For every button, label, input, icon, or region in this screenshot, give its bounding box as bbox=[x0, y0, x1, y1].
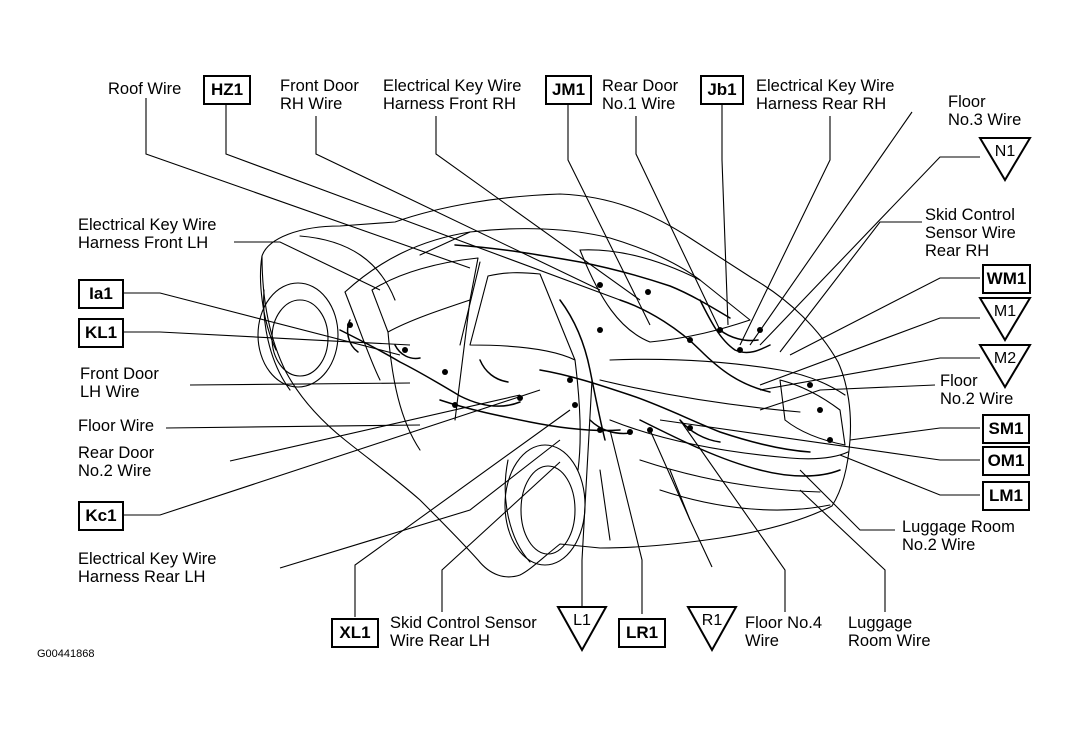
leader-lr1 bbox=[609, 429, 643, 614]
rear-window bbox=[579, 249, 751, 343]
leader-jb1 bbox=[721, 104, 729, 326]
leader-floor-no4 bbox=[679, 419, 786, 612]
connector-lm1: LM1 bbox=[982, 481, 1030, 511]
label-luggage-room: Luggage Room Wire bbox=[848, 614, 931, 650]
triangle-m2-shape bbox=[978, 344, 1032, 389]
leader-ekw-rear-rh bbox=[739, 116, 831, 346]
rear-panel bbox=[609, 419, 849, 460]
leader-ekw-front-lh bbox=[234, 241, 381, 291]
triangle-r1-shape bbox=[686, 606, 738, 653]
label-roof-wire: Roof Wire bbox=[108, 80, 182, 98]
connector-lr1: LR1 bbox=[618, 618, 666, 648]
leader-skid-rear-lh bbox=[441, 461, 561, 612]
figure-code: G00441868 bbox=[37, 648, 95, 660]
triangle-m1: M1 bbox=[980, 298, 1030, 342]
harness-rear bbox=[619, 299, 771, 393]
triangle-l1-label: L1 bbox=[573, 612, 591, 629]
leader-floor-no3 bbox=[749, 111, 913, 346]
leader-roof-wire bbox=[145, 98, 471, 269]
leader-r1 bbox=[649, 429, 713, 568]
label-ekw-front-rh: Electrical Key Wire Harness Front RH bbox=[383, 77, 522, 113]
connector-wm1: WM1 bbox=[982, 264, 1031, 294]
leader-jm1 bbox=[567, 104, 651, 326]
leader-kl1 bbox=[124, 331, 411, 346]
connector-om1: OM1 bbox=[982, 446, 1030, 476]
front-wheel bbox=[257, 282, 339, 388]
connector-sm1: SM1 bbox=[982, 414, 1030, 444]
triangle-r1: R1 bbox=[687, 607, 737, 651]
label-ekw-front-lh: Electrical Key Wire Harness Front LH bbox=[78, 216, 217, 252]
connector-kl1: KL1 bbox=[78, 318, 124, 348]
leader-m2 bbox=[759, 357, 980, 391]
leader-luggage-no2 bbox=[799, 469, 895, 531]
leader-ia1 bbox=[124, 292, 401, 356]
leader-wm1 bbox=[789, 277, 980, 356]
rear-left-wheel bbox=[504, 444, 586, 566]
label-ekw-rear-lh: Electrical Key Wire Harness Rear LH bbox=[78, 550, 217, 586]
label-skid-rear-rh: Skid Control Sensor Wire Rear RH bbox=[925, 206, 1016, 260]
harness-roof bbox=[454, 244, 731, 319]
leader-xl1 bbox=[354, 409, 571, 617]
leader-kc1 bbox=[124, 389, 541, 516]
connector-jm1: JM1 bbox=[545, 75, 592, 105]
leader-skid-rear-rh bbox=[779, 221, 922, 353]
leader-rear-door-no2 bbox=[229, 394, 521, 462]
leader-luggage-room bbox=[799, 489, 886, 612]
triangle-n1-label: N1 bbox=[994, 143, 1016, 160]
connector-ia1: Ia1 bbox=[78, 279, 124, 309]
harness-center bbox=[539, 369, 811, 453]
leader-floor-no2 bbox=[759, 384, 936, 411]
label-front-door-rh: Front Door RH Wire bbox=[280, 77, 359, 113]
leader-ekw-front-rh bbox=[435, 116, 641, 301]
leader-n1 bbox=[759, 156, 980, 346]
label-floor-no3: Floor No.3 Wire bbox=[948, 93, 1022, 129]
harness-floor bbox=[439, 399, 621, 432]
label-rear-door-no1: Rear Door No.1 Wire bbox=[602, 77, 679, 113]
connector-kc1: Kc1 bbox=[78, 501, 124, 531]
label-front-door-lh: Front Door LH Wire bbox=[80, 365, 159, 401]
leader-m1 bbox=[759, 317, 980, 386]
leader-floor-wire bbox=[165, 424, 421, 429]
triangle-n1: N1 bbox=[980, 138, 1030, 182]
leader-front-door-lh bbox=[189, 382, 411, 386]
label-luggage-no2: Luggage Room No.2 Wire bbox=[902, 518, 1015, 554]
harness-left-side bbox=[339, 329, 521, 407]
leader-front-door-rh bbox=[315, 116, 601, 291]
leader-hz1 bbox=[225, 104, 621, 301]
rear-side-window bbox=[469, 272, 576, 361]
triangle-r1-label: R1 bbox=[701, 612, 723, 629]
triangle-l1: L1 bbox=[557, 607, 607, 651]
label-ekw-rear-rh: Electrical Key Wire Harness Rear RH bbox=[756, 77, 895, 113]
label-floor-no2: Floor No.2 Wire bbox=[940, 372, 1014, 408]
label-skid-rear-lh: Skid Control Sensor Wire Rear LH bbox=[390, 614, 537, 650]
triangle-n1-shape bbox=[978, 137, 1032, 182]
leader-l1 bbox=[581, 379, 593, 607]
front-side-window bbox=[371, 257, 479, 333]
label-floor-wire: Floor Wire bbox=[78, 417, 155, 435]
connector-xl1: XL1 bbox=[331, 618, 379, 648]
harness-trunk bbox=[639, 419, 841, 477]
connector-hz1: HZ1 bbox=[203, 75, 251, 105]
leader-rear-door-no1 bbox=[635, 116, 721, 331]
leader-lm1 bbox=[839, 454, 980, 496]
connector-jb1: Jb1 bbox=[700, 75, 744, 105]
leader-ekw-rear-lh bbox=[279, 439, 561, 569]
label-floor-no4: Floor No.4 Wire bbox=[745, 614, 823, 650]
leader-sm1 bbox=[849, 427, 980, 441]
triangle-m2-label: M2 bbox=[993, 350, 1017, 367]
leader-om1 bbox=[659, 419, 980, 461]
triangle-m2: M2 bbox=[980, 345, 1030, 389]
car-body-outline bbox=[261, 193, 851, 578]
triangle-m1-shape bbox=[978, 297, 1032, 342]
label-rear-door-no2: Rear Door No.2 Wire bbox=[78, 444, 155, 480]
triangle-m1-label: M1 bbox=[993, 303, 1017, 320]
triangle-l1-shape bbox=[556, 606, 608, 653]
roof-line bbox=[344, 228, 701, 293]
